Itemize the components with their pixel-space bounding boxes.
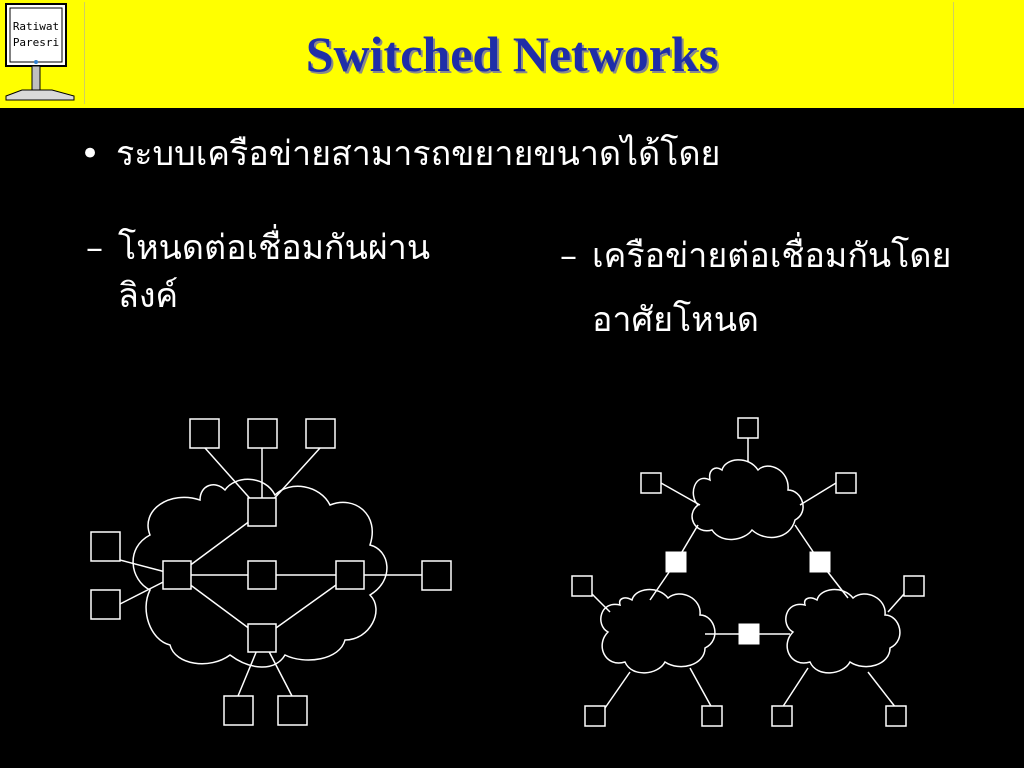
router-node xyxy=(665,551,687,573)
main-bullet: • ระบบเครือข่ายสามารถขยายขนาดได้โดย xyxy=(80,126,720,180)
host-node xyxy=(835,472,857,494)
sub-left-line-1: โหนดต่อเชื่อมกันผ่าน xyxy=(118,228,431,268)
right-cloud xyxy=(785,588,901,674)
logo-line-2: Paresri xyxy=(13,36,59,49)
sub-right-line-1: เครือข่ายต่อเชื่อมกันโดย xyxy=(592,236,952,276)
sub-bullet-right: –เครือข่ายต่อเชื่อมกันโดย อาศัยโหนด xyxy=(560,224,980,352)
title-bar xyxy=(0,0,1024,110)
host-node xyxy=(90,589,121,620)
host-node xyxy=(571,575,593,597)
host-node xyxy=(885,705,907,727)
host-node xyxy=(584,705,606,727)
left-cloud xyxy=(600,588,716,674)
host-node xyxy=(277,695,308,726)
main-bullet-text: ระบบเครือข่ายสามารถขยายขนาดได้โดย xyxy=(116,134,721,174)
internal-node xyxy=(247,497,277,527)
title-frame xyxy=(84,2,954,104)
dash-marker: – xyxy=(560,236,577,276)
sub-left-line-2: ลิงค์ xyxy=(118,276,179,316)
host-node xyxy=(771,705,793,727)
right-internetwork xyxy=(571,417,925,727)
host-node xyxy=(90,531,121,562)
host-node xyxy=(305,418,336,449)
internal-node xyxy=(247,560,277,590)
left-cloud xyxy=(132,478,388,668)
host-node xyxy=(903,575,925,597)
sub-bullet-left: –โหนดต่อเชื่อมกันผ่าน ลิงค์ xyxy=(86,224,466,320)
internal-node xyxy=(247,623,277,653)
host-node xyxy=(189,418,220,449)
host-node xyxy=(640,472,662,494)
sub-right-line-2: อาศัยโหนด xyxy=(592,300,760,340)
host-node xyxy=(223,695,254,726)
internal-node xyxy=(162,560,192,590)
internal-node xyxy=(335,560,365,590)
top-cloud xyxy=(691,459,804,541)
router-node xyxy=(738,623,760,645)
host-node xyxy=(247,418,278,449)
ratiwat-paresri-logo: Ratiwat Paresri xyxy=(5,3,75,101)
host-node xyxy=(737,417,759,439)
router-node xyxy=(809,551,831,573)
host-node xyxy=(421,560,452,591)
host-node xyxy=(701,705,723,727)
logo-line-1: Ratiwat xyxy=(13,20,59,33)
left-switched-network xyxy=(90,418,452,726)
bullet-marker: • xyxy=(80,134,101,174)
page-title: Switched Networks xyxy=(305,26,719,82)
dash-marker: – xyxy=(86,228,103,268)
